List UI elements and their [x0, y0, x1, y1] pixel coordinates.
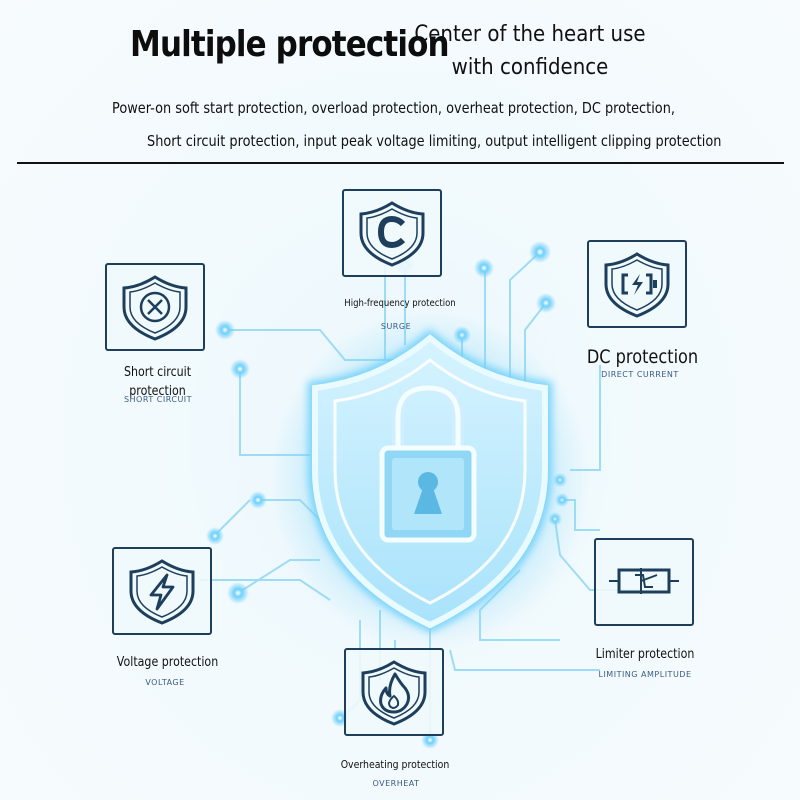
dc-protection-card: [587, 240, 687, 328]
voltage-protection-sub: VOLTAGE: [145, 678, 185, 687]
lightning-shield-icon: [129, 559, 195, 625]
overheating-protection-label: Overheating protection: [340, 758, 450, 771]
limiter-icon: [609, 568, 679, 594]
dc-protection-sub: DIRECT CURRENT: [601, 370, 679, 379]
page-subtitle: Center of the heart use with confidence: [414, 22, 646, 80]
voltage-protection-card: [112, 547, 212, 635]
high-frequency-protection-card: [342, 189, 442, 277]
high-frequency-protection-label: High-frequency protection: [344, 298, 456, 309]
c-letter-shield-icon: [359, 201, 425, 267]
voltage-protection-label: Voltage protection: [116, 655, 219, 670]
description-line-1: Power-on soft start protection, overload…: [112, 99, 675, 117]
short-circuit-protection-sub: SHORT CIRCUIT: [123, 395, 193, 404]
x-circle-shield-icon: [122, 275, 188, 341]
overheating-protection-sub: OVERHEAT: [372, 779, 420, 788]
short-circuit-protection-label: Short circuit protection: [109, 363, 207, 401]
limiter-protection-sub: LIMITING AMPLITUDE: [598, 670, 692, 679]
flame-shield-icon: [361, 660, 427, 726]
limiter-protection-card: [594, 538, 694, 626]
short-circuit-label-line1: Short circuit: [123, 365, 192, 380]
overheating-protection-card: [344, 648, 444, 736]
header-divider: [17, 162, 784, 164]
short-circuit-label-line2: protection: [129, 384, 186, 399]
dc-protection-label: DC protection: [586, 346, 699, 368]
short-circuit-protection-card: [105, 263, 205, 351]
high-frequency-protection-sub: SURGE: [380, 322, 412, 331]
page-title: Multiple protection: [130, 24, 450, 65]
limiter-protection-label: Limiter protection: [595, 647, 695, 662]
battery-shield-icon: [604, 252, 670, 318]
description-line-2: Short circuit protection, input peak vol…: [147, 132, 722, 150]
padlock-shield-icon: [270, 310, 590, 650]
